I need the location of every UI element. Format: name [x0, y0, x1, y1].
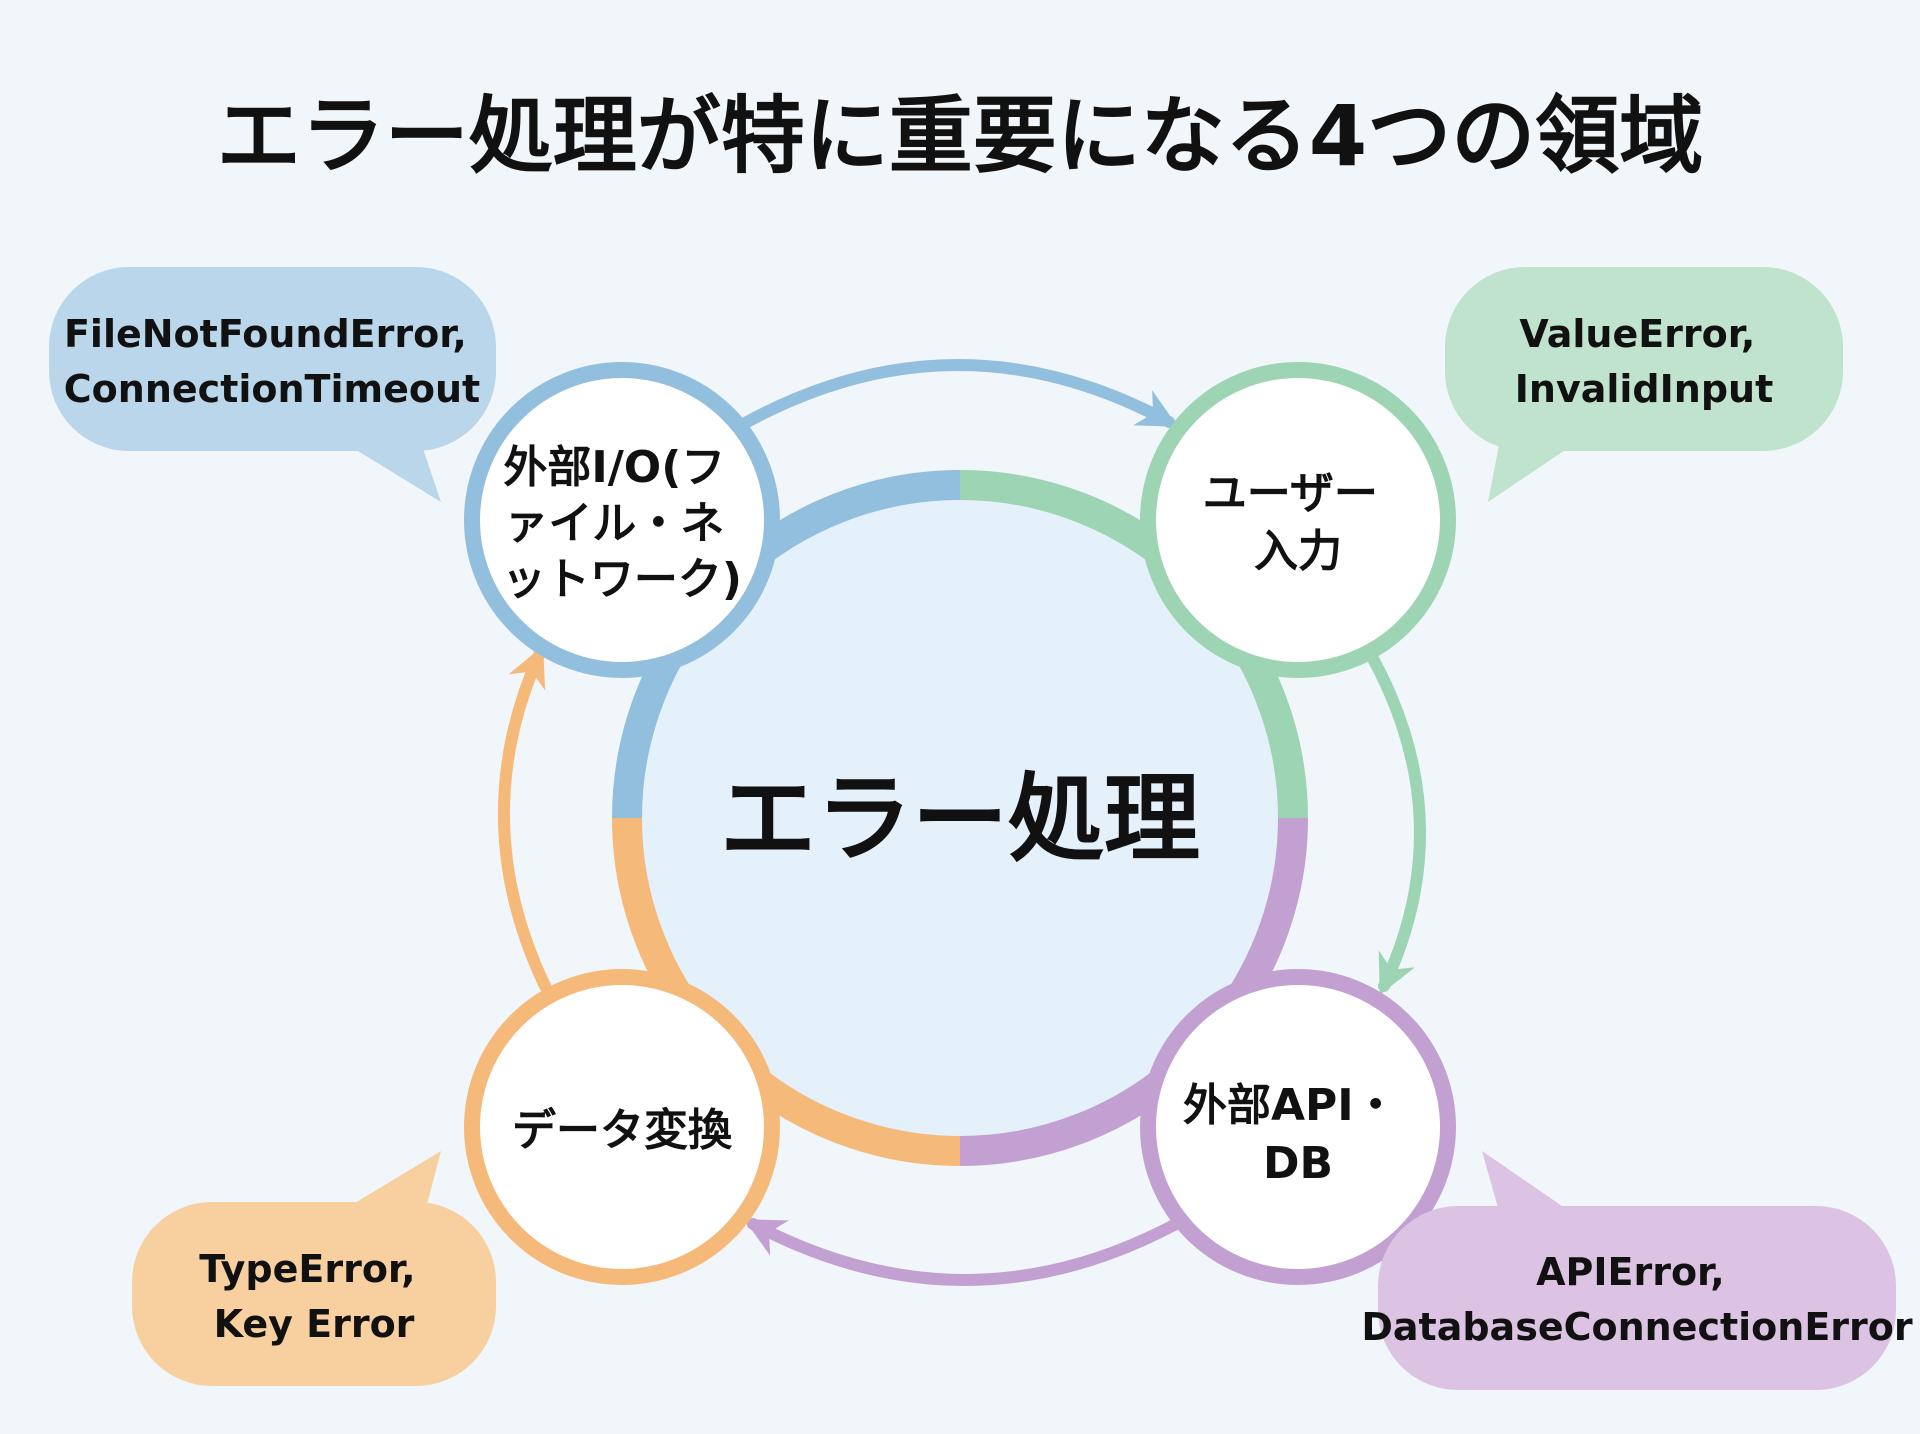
bubble-text: TypeError, Key Error — [199, 1247, 429, 1346]
arrow-user-input-to-api-db — [1365, 649, 1426, 996]
bubble-external-io-errors: FileNotFoundError, ConnectionTimeout — [49, 267, 496, 502]
arrow-api-db-to-data-conversion — [744, 1218, 1182, 1286]
bubble-text: APIError, DatabaseConnectionError — [1361, 1250, 1913, 1349]
bubble-api-db-errors: APIError, DatabaseConnectionError — [1361, 1151, 1913, 1390]
node-user-input: ユーザー 入力 — [1140, 362, 1456, 678]
bubble-user-input-errors: ValueError, InvalidInput — [1445, 267, 1843, 502]
page-title: エラー処理が特に重要になる4つの領域 — [217, 87, 1703, 185]
node-label: ユーザー 入力 — [1203, 468, 1393, 577]
node-label: 外部API・ DB — [1183, 1080, 1413, 1189]
node-data-conversion: データ変換 — [464, 969, 780, 1285]
node-external-api-db: 外部API・ DB — [1140, 969, 1456, 1285]
node-label: 外部I/O(フ ァイル・ネ ットワーク) — [502, 442, 742, 605]
center-circle — [627, 485, 1293, 1151]
center-label: エラー処理 — [720, 763, 1200, 875]
arrow-io-to-user-input — [741, 359, 1178, 428]
node-external-io: 外部I/O(フ ァイル・ネ ットワーク) — [464, 362, 780, 678]
bubble-data-conversion-errors: TypeError, Key Error — [132, 1151, 496, 1386]
bubble-text: ValueError, InvalidInput — [1515, 312, 1773, 411]
node-label: データ変換 — [512, 1105, 733, 1156]
arrow-data-conversion-to-io — [497, 645, 551, 992]
bubble-text: FileNotFoundError, ConnectionTimeout — [64, 312, 480, 411]
